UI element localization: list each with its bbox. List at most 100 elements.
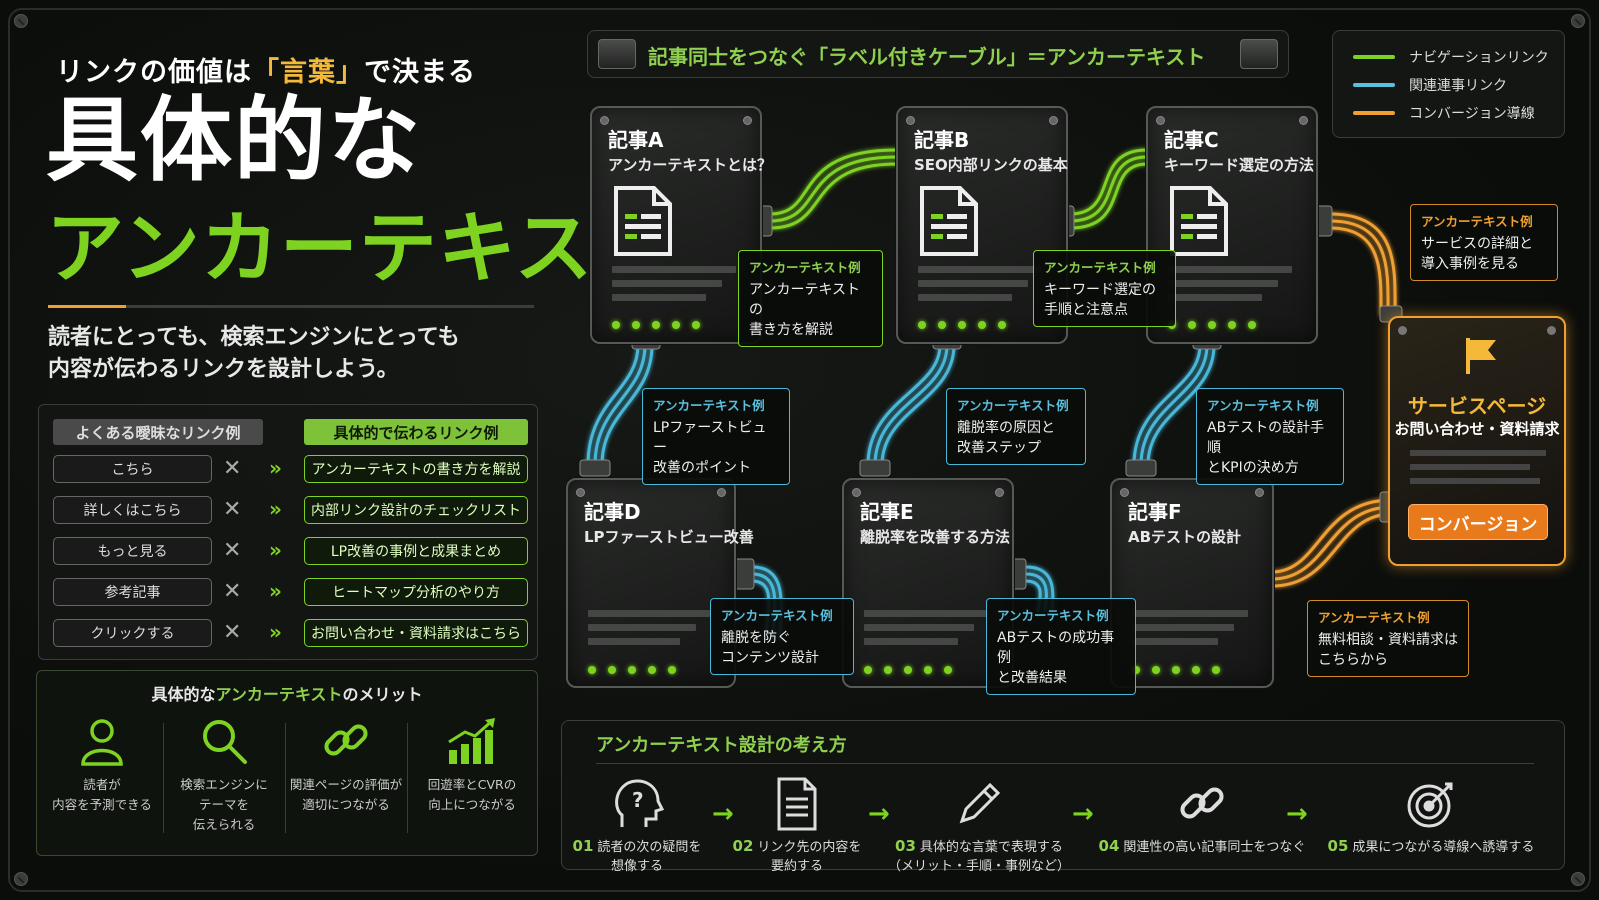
process-arrow-icon: →: [868, 799, 890, 829]
article-title: 記事B: [914, 128, 970, 152]
merit-separator: [285, 723, 286, 833]
article-title: 記事A: [608, 128, 664, 152]
merit-item: 検索エンジンに テーマを 伝えられる: [165, 711, 283, 847]
status-dots: [864, 666, 952, 674]
vague-link-example: もっと見る: [53, 537, 212, 565]
cable-f-service: [1271, 498, 1393, 588]
screw-icon: [995, 488, 1004, 497]
hero-divider: [48, 305, 534, 308]
merits-title: 具体的なアンカーテキストのメリット: [151, 685, 423, 704]
cable-clamp-icon: [1240, 39, 1278, 69]
article-subtitle: キーワード選定の方法: [1164, 156, 1315, 174]
specific-links-header: 具体的で伝わるリンク例: [304, 419, 528, 445]
article-subtitle: LPファーストビュー改善: [584, 528, 754, 546]
vague-link-example: こちら: [53, 455, 212, 483]
cable-a-d: [586, 344, 654, 466]
merit-item: 関連ページの評価が 適切につながる: [287, 711, 405, 847]
cable-clamp-icon: [598, 39, 636, 69]
vague-link-example: 参考記事: [53, 578, 212, 606]
hero-title-line2: アンカーテキスト: [46, 204, 673, 294]
specific-link-example: LP改善の事例と成果まとめ: [304, 537, 528, 565]
legend-item-conversion: コンバージョン導線: [1353, 103, 1535, 123]
corner-screw: [14, 14, 28, 28]
comparison-row: こちら ✕ » アンカーテキストの書き方を解説: [53, 455, 528, 485]
screw-icon: [1049, 116, 1058, 125]
cable-b-c: [1069, 148, 1148, 230]
process-divider: [596, 763, 1534, 764]
article-title: 記事E: [860, 500, 914, 524]
document-icon: [1170, 186, 1228, 256]
lead-text: 読者にとっても、検索エンジンにとっても 内容が伝わるリンクを設計しよう。: [48, 325, 460, 382]
status-dots: [1168, 321, 1256, 329]
cable-c-service: [1329, 212, 1397, 317]
conversion-button[interactable]: コンバージョン: [1408, 504, 1548, 540]
merit-item: 回遊率とCVRの 向上につながる: [413, 711, 531, 847]
process-title: アンカーテキスト設計の考え方: [596, 735, 847, 756]
service-title: サービスページ: [1407, 394, 1547, 418]
document-icon: [920, 186, 978, 256]
merit-separator: [407, 723, 408, 833]
svg-text:?: ?: [632, 788, 644, 812]
legend-item-related: 関連連事リンク: [1353, 75, 1507, 95]
placeholder-text-lines: [1132, 610, 1248, 652]
cross-icon: ✕: [223, 579, 242, 604]
screw-icon: [1255, 488, 1264, 497]
screw-icon: [906, 116, 915, 125]
person-icon: [81, 719, 123, 766]
top-banner: 記事同士をつなぐ「ラベル付きケーブル」＝アンカーテキスト: [587, 30, 1289, 78]
double-arrow-icon: »: [269, 579, 282, 603]
chain-link-icon: [1180, 787, 1224, 819]
article-subtitle: アンカーテキストとは？: [608, 156, 772, 174]
vague-links-header: よくある曖昧なリンク例: [53, 419, 263, 445]
placeholder-text-lines: [612, 266, 736, 308]
corner-screw: [1571, 872, 1585, 886]
specific-link-example: アンカーテキストの書き方を解説: [304, 455, 528, 483]
cable-b-e: [866, 344, 956, 466]
cross-icon: ✕: [223, 456, 242, 481]
comparison-row: クリックする✕»お問い合わせ・資料請求はこちら: [53, 619, 528, 649]
screw-icon: [576, 488, 585, 497]
anchor-tag-b-c: アンカーテキスト例キーワード選定の 手順と注意点: [1033, 250, 1176, 327]
cable-a-b: [769, 148, 898, 230]
merits-panel: 具体的なアンカーテキストのメリット 読者が 内容を予測できる 検索エンジンに テ…: [36, 670, 538, 856]
banner-title: 記事同士をつなぐ「ラベル付きケーブル」＝アンカーテキスト: [648, 45, 1206, 69]
chain-link-icon: [324, 724, 368, 756]
double-arrow-icon: »: [269, 456, 282, 480]
process-arrow-icon: →: [1072, 799, 1094, 829]
target-icon: [1407, 782, 1453, 828]
specific-link-example: 内部リンク設計のチェックリスト: [304, 496, 528, 524]
comparison-row: 参考記事✕»ヒートマップ分析のやり方: [53, 578, 528, 608]
legend-item-nav: ナビゲーションリンク: [1353, 47, 1549, 67]
service-page-card: サービスページ お問い合わせ・資料請求 コンバージョン: [1388, 316, 1566, 566]
screw-icon: [1299, 116, 1308, 125]
screw-icon: [1120, 488, 1129, 497]
screw-icon: [743, 116, 752, 125]
article-card-f[interactable]: 記事F ABテストの設計: [1110, 478, 1274, 688]
cross-icon: ✕: [223, 497, 242, 522]
article-title: 記事C: [1164, 128, 1219, 152]
article-title: 記事F: [1128, 500, 1182, 524]
status-dots: [918, 321, 1006, 329]
status-dots: [588, 666, 676, 674]
vague-link-example: クリックする: [53, 619, 212, 647]
corner-screw: [1571, 14, 1585, 28]
legend: ナビゲーションリンク 関連連事リンク コンバージョン導線: [1332, 30, 1565, 138]
vague-link-example: 詳しくはこちら: [53, 496, 212, 524]
status-dots: [612, 321, 700, 329]
pencil-icon: [959, 782, 1001, 824]
anchor-tag-a-b: アンカーテキスト例アンカーテキストの 書き方を解説: [738, 250, 883, 347]
thinking-head-icon: ?: [615, 779, 664, 827]
article-card-a[interactable]: 記事A アンカーテキストとは？: [590, 106, 772, 344]
double-arrow-icon: »: [269, 620, 282, 644]
service-subtitle: お問い合わせ・資料請求: [1394, 420, 1560, 438]
article-subtitle: ABテストの設計: [1128, 528, 1242, 546]
